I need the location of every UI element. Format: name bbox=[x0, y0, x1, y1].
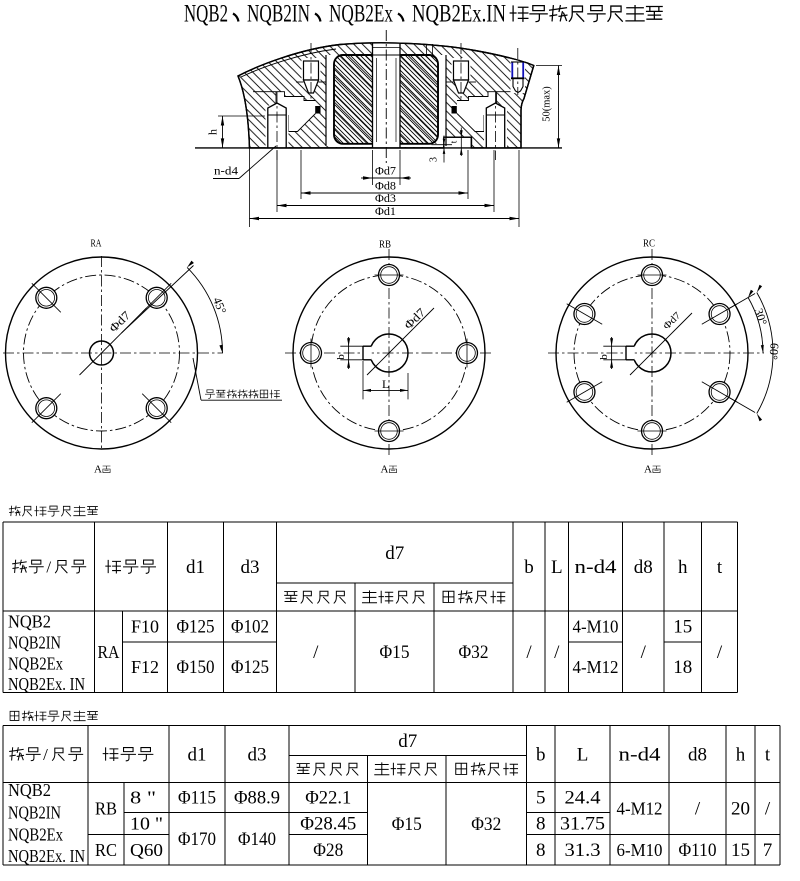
svg-text:L: L bbox=[551, 557, 563, 578]
svg-text:NQB2IN: NQB2IN bbox=[8, 802, 61, 822]
svg-text:d8: d8 bbox=[634, 557, 653, 578]
svg-text:F10: F10 bbox=[131, 617, 159, 637]
svg-text:RA: RA bbox=[98, 642, 120, 662]
svg-text:NQB2IN: NQB2IN bbox=[8, 633, 61, 653]
svg-text:d1: d1 bbox=[186, 557, 205, 578]
svg-text:NQB2Ex: NQB2Ex bbox=[8, 825, 63, 845]
svg-text:Φ115: Φ115 bbox=[178, 788, 216, 809]
svg-text:3: 3 bbox=[429, 157, 440, 162]
svg-text:NQB2: NQB2 bbox=[8, 780, 51, 800]
svg-text:h: h bbox=[678, 557, 688, 578]
svg-text:h: h bbox=[206, 129, 220, 135]
svg-text:Φd3: Φd3 bbox=[375, 193, 396, 205]
svg-text:Φ28: Φ28 bbox=[313, 840, 343, 861]
svg-text:/: / bbox=[554, 642, 560, 663]
svg-text:Φ32: Φ32 bbox=[471, 814, 501, 835]
svg-text:t: t bbox=[717, 557, 723, 578]
svg-text:NQB2Ex: NQB2Ex bbox=[8, 654, 63, 674]
svg-text:/: / bbox=[717, 642, 723, 663]
svg-text:7: 7 bbox=[763, 840, 773, 861]
svg-text:31.75: 31.75 bbox=[560, 814, 605, 835]
svg-text:t: t bbox=[765, 745, 771, 766]
svg-text:b: b bbox=[524, 557, 534, 578]
svg-text:Φ15: Φ15 bbox=[392, 814, 422, 835]
svg-text:/: / bbox=[695, 799, 701, 820]
svg-text:Φ22.1: Φ22.1 bbox=[305, 788, 351, 809]
svg-text:A: A bbox=[644, 464, 652, 476]
svg-text:5: 5 bbox=[536, 788, 546, 809]
svg-text:Φd1: Φd1 bbox=[375, 206, 396, 218]
svg-text:RB: RB bbox=[95, 799, 117, 819]
svg-text:d8: d8 bbox=[688, 745, 707, 766]
svg-text:Φ125: Φ125 bbox=[177, 617, 215, 638]
svg-text:60°: 60° bbox=[766, 342, 781, 360]
svg-text:/: / bbox=[313, 642, 319, 663]
svg-text:b: b bbox=[598, 354, 610, 360]
svg-text:8: 8 bbox=[536, 840, 546, 861]
svg-text:n-d4: n-d4 bbox=[214, 164, 238, 178]
svg-text:/: / bbox=[46, 558, 51, 577]
svg-text:Φ150: Φ150 bbox=[177, 657, 215, 678]
svg-text:A: A bbox=[94, 464, 102, 476]
svg-text:NQB2: NQB2 bbox=[184, 1, 228, 28]
svg-text:d1: d1 bbox=[188, 745, 207, 766]
svg-text:b: b bbox=[335, 354, 347, 360]
svg-text:RC: RC bbox=[95, 840, 117, 860]
svg-text:/: / bbox=[526, 642, 532, 663]
svg-text:d7: d7 bbox=[385, 543, 404, 564]
svg-text:Φ32: Φ32 bbox=[459, 642, 489, 663]
svg-text:4-M10: 4-M10 bbox=[573, 617, 619, 637]
svg-text:50(max): 50(max) bbox=[542, 86, 553, 122]
svg-text:NQB2IN: NQB2IN bbox=[247, 1, 310, 28]
svg-text:10 ": 10 " bbox=[130, 814, 163, 834]
svg-text:b: b bbox=[536, 745, 546, 766]
svg-text:NQB2Ex.IN: NQB2Ex.IN bbox=[412, 1, 506, 28]
svg-text:d3: d3 bbox=[248, 745, 267, 766]
svg-text:L: L bbox=[382, 377, 389, 391]
svg-text:Q60: Q60 bbox=[130, 840, 163, 860]
svg-text:8: 8 bbox=[536, 814, 546, 835]
svg-text:NQB2: NQB2 bbox=[8, 612, 51, 632]
svg-text:18: 18 bbox=[673, 657, 692, 678]
svg-text:Φ110: Φ110 bbox=[679, 840, 717, 861]
svg-text:20: 20 bbox=[731, 799, 750, 820]
svg-text:Φ15: Φ15 bbox=[380, 642, 410, 663]
svg-text:Φd8: Φd8 bbox=[375, 181, 396, 193]
svg-text:31.3: 31.3 bbox=[565, 840, 601, 861]
svg-text:A: A bbox=[381, 464, 389, 476]
svg-text:n-d4: n-d4 bbox=[619, 745, 662, 766]
svg-text:24.4: 24.4 bbox=[565, 788, 602, 809]
svg-text:F12: F12 bbox=[131, 657, 159, 677]
svg-text:Φ140: Φ140 bbox=[238, 829, 276, 850]
svg-text:4-M12: 4-M12 bbox=[617, 799, 663, 819]
svg-text:Φ28.45: Φ28.45 bbox=[300, 814, 356, 835]
svg-text:L: L bbox=[577, 745, 589, 766]
svg-text:Φ88.9: Φ88.9 bbox=[234, 788, 280, 809]
svg-text:t: t bbox=[449, 140, 459, 143]
svg-text:/: / bbox=[641, 642, 647, 663]
svg-text:15: 15 bbox=[673, 617, 692, 638]
svg-text:d3: d3 bbox=[241, 557, 260, 578]
svg-text:n-d4: n-d4 bbox=[575, 557, 618, 578]
svg-text:15: 15 bbox=[731, 840, 750, 861]
svg-text:6-M10: 6-M10 bbox=[617, 840, 663, 860]
svg-text:8 ": 8 " bbox=[130, 788, 156, 808]
svg-text:RA: RA bbox=[91, 238, 102, 250]
svg-text:NQB2Ex. IN: NQB2Ex. IN bbox=[8, 674, 85, 694]
svg-text:NQB2Ex: NQB2Ex bbox=[329, 1, 393, 28]
svg-text:4-M12: 4-M12 bbox=[573, 657, 619, 677]
svg-text:h: h bbox=[736, 745, 746, 766]
svg-text:NQB2Ex. IN: NQB2Ex. IN bbox=[8, 846, 85, 866]
svg-text:Φ170: Φ170 bbox=[178, 829, 216, 850]
svg-text:d7: d7 bbox=[398, 731, 417, 752]
svg-text:RB: RB bbox=[379, 239, 391, 251]
svg-text:/: / bbox=[765, 799, 771, 820]
svg-text:Φ125: Φ125 bbox=[231, 657, 269, 678]
svg-text:45°: 45° bbox=[210, 295, 229, 316]
svg-text:Φd7: Φd7 bbox=[375, 166, 396, 178]
svg-text:RC: RC bbox=[643, 238, 655, 250]
svg-text:/: / bbox=[43, 745, 48, 764]
svg-text:Φ102: Φ102 bbox=[231, 617, 269, 638]
